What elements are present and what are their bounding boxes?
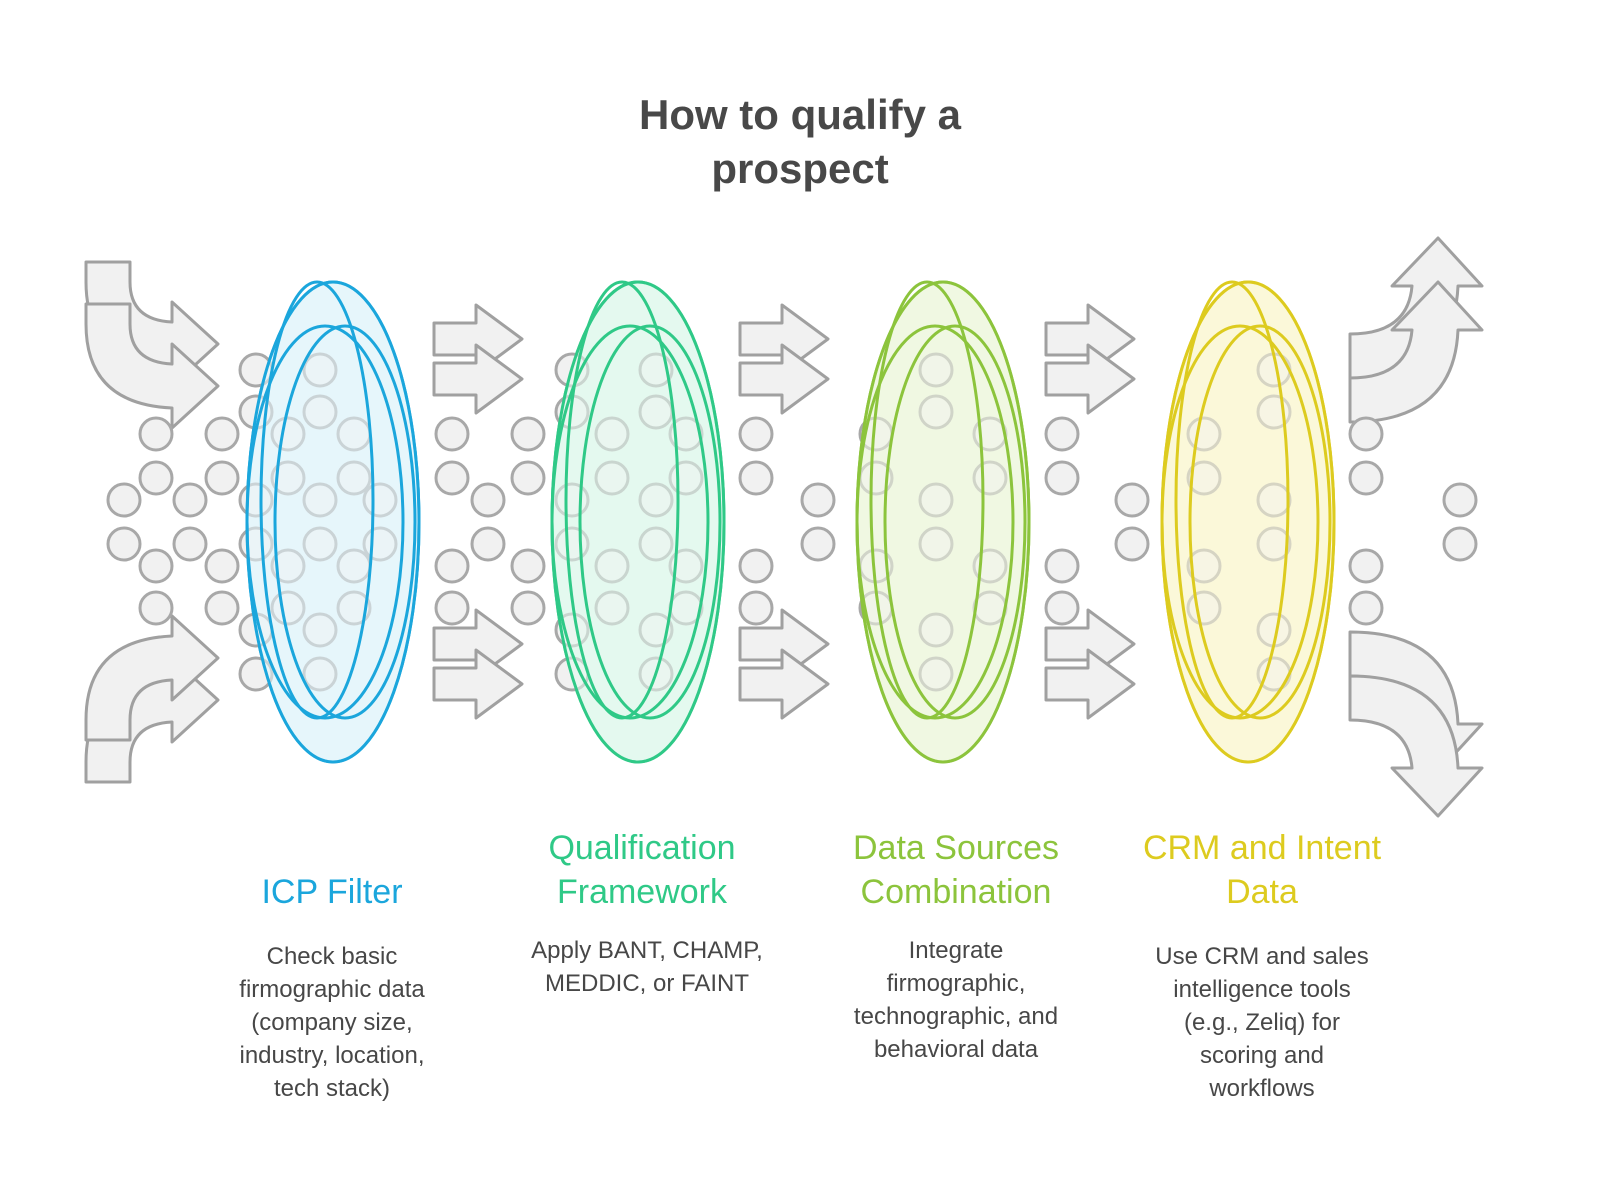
prospect-dot-icon-68 — [738, 590, 774, 626]
filter-ring-icon-1-inner-b — [273, 324, 417, 720]
prospect-dot-icon-85 — [1044, 416, 1080, 452]
filter-ring-icon-2-inner-c — [564, 280, 680, 720]
prospect-dot-icon-4 — [106, 526, 142, 562]
arrow-right-icon-col1-2 — [432, 343, 524, 415]
filter-ring-icon-3-inner-c — [869, 280, 985, 720]
arrow-right-icon-col1-4 — [432, 648, 524, 720]
prospect-dot-icon-8 — [172, 526, 208, 562]
arrow-right-icon-col2-2 — [738, 343, 830, 415]
arrow-right-icon-col3-3 — [1044, 608, 1136, 680]
prospect-dot-icon-42 — [510, 460, 546, 496]
prospect-dot-icon-44 — [510, 590, 546, 626]
prospect-dot-icon-10 — [204, 460, 240, 496]
arrow-right-icon-col3-4 — [1044, 648, 1136, 720]
arrow-right-icon-col2-3 — [738, 608, 830, 680]
arrow-right-icon-col3-1 — [1044, 303, 1136, 375]
prospect-dot-icon-106 — [1442, 526, 1478, 562]
prospect-dot-icon-89 — [1114, 482, 1150, 518]
filter-ring-icon-1-inner-a — [245, 324, 405, 720]
prospect-dot-icon-12 — [204, 590, 240, 626]
curved-arrow-icon-in-top-2 — [84, 302, 220, 430]
arrow-right-icon-col3-2 — [1044, 343, 1136, 415]
curved-arrow-icon-in-bottom-2 — [84, 614, 220, 742]
prospect-dot-icon-105 — [1442, 482, 1478, 518]
prospect-dot-icon-65 — [738, 416, 774, 452]
prospect-dot-icon-87 — [1044, 548, 1080, 584]
prospect-dot-icon-66 — [738, 460, 774, 496]
prospect-dot-icon-7 — [172, 482, 208, 518]
prospect-dot-icon-40 — [470, 526, 506, 562]
prospect-dot-icon-88 — [1044, 590, 1080, 626]
prospect-dot-icon-37 — [434, 548, 470, 584]
arrow-right-icon-col2-1 — [738, 303, 830, 375]
stage-4-title: CRM and Intent Data — [1142, 829, 1382, 911]
filter-ring-icon-2-inner-a — [550, 324, 710, 720]
filter-ring-icon-3-front — [855, 280, 1031, 764]
filter-ring-icon-1-inner-c — [259, 280, 375, 720]
curved-arrow-icon-out-bottom-2 — [1348, 674, 1484, 818]
stage-2-title: Qualification Framework — [548, 829, 736, 911]
prospect-dot-icon-38 — [434, 590, 470, 626]
prospect-dot-icon-86 — [1044, 460, 1080, 496]
filter-ring-icon-4-inner-c — [1174, 280, 1290, 720]
filter-ring-icon-1-front — [245, 280, 421, 764]
filter-ring-icon-2-front — [550, 280, 726, 764]
filter-ring-icon-3-inner-b — [883, 324, 1027, 720]
prospect-dot-icon-35 — [434, 416, 470, 452]
prospect-dot-icon-3 — [106, 482, 142, 518]
prospect-dot-icon-6 — [138, 590, 174, 626]
prospect-dot-icon-101 — [1348, 416, 1384, 452]
filter-ring-icon-3-inner-a — [855, 324, 1015, 720]
prospect-dot-icon-5 — [138, 548, 174, 584]
prospect-dot-icon-43 — [510, 548, 546, 584]
prospect-dot-icon-2 — [138, 460, 174, 496]
curved-arrow-icon-out-top-2 — [1348, 280, 1484, 424]
arrow-right-icon-col2-4 — [738, 648, 830, 720]
prospect-dot-icon-90 — [1114, 526, 1150, 562]
filter-ring-icon-4-inner-a — [1160, 324, 1320, 720]
stage-4-description: Use CRM and sales intelligence tools (e.… — [1155, 943, 1369, 1102]
prospect-dot-icon-39 — [470, 482, 506, 518]
stage-3-description: Integrate firmographic, technographic, a… — [853, 937, 1059, 1063]
prospect-dot-icon-69 — [800, 482, 836, 518]
prospect-dot-icon-36 — [434, 460, 470, 496]
arrow-right-icon-col1-3 — [432, 608, 524, 680]
page-title: How to qualify a prospect — [500, 88, 1100, 196]
prospect-dot-icon-1 — [138, 416, 174, 452]
filter-ring-icon-4-front — [1160, 280, 1336, 764]
filter-ring-icon-2-inner-b — [578, 324, 722, 720]
prospect-dot-icon-67 — [738, 548, 774, 584]
prospect-dot-icon-104 — [1348, 590, 1384, 626]
stage-3-title: Data Sources Combination — [853, 829, 1059, 911]
prospect-dot-icon-70 — [800, 526, 836, 562]
prospect-dot-icon-103 — [1348, 548, 1384, 584]
stage-1-title: ICP Filter — [261, 873, 403, 911]
prospect-dot-icon-102 — [1348, 460, 1384, 496]
page-title-line-1: How to qualify a — [638, 91, 961, 138]
prospect-dot-icon-11 — [204, 548, 240, 584]
prospect-dot-icon-41 — [510, 416, 546, 452]
page-title-line-2: prospect — [711, 145, 889, 192]
prospect-dot-icon-9 — [204, 416, 240, 452]
filter-ring-icon-4-inner-b — [1188, 324, 1332, 720]
stage-2-description: Apply BANT, CHAMP, MEDDIC, or FAINT — [531, 937, 763, 997]
stage-1-description: Check basic firmographic data (company s… — [239, 943, 425, 1102]
arrow-right-icon-col1-1 — [432, 303, 524, 375]
